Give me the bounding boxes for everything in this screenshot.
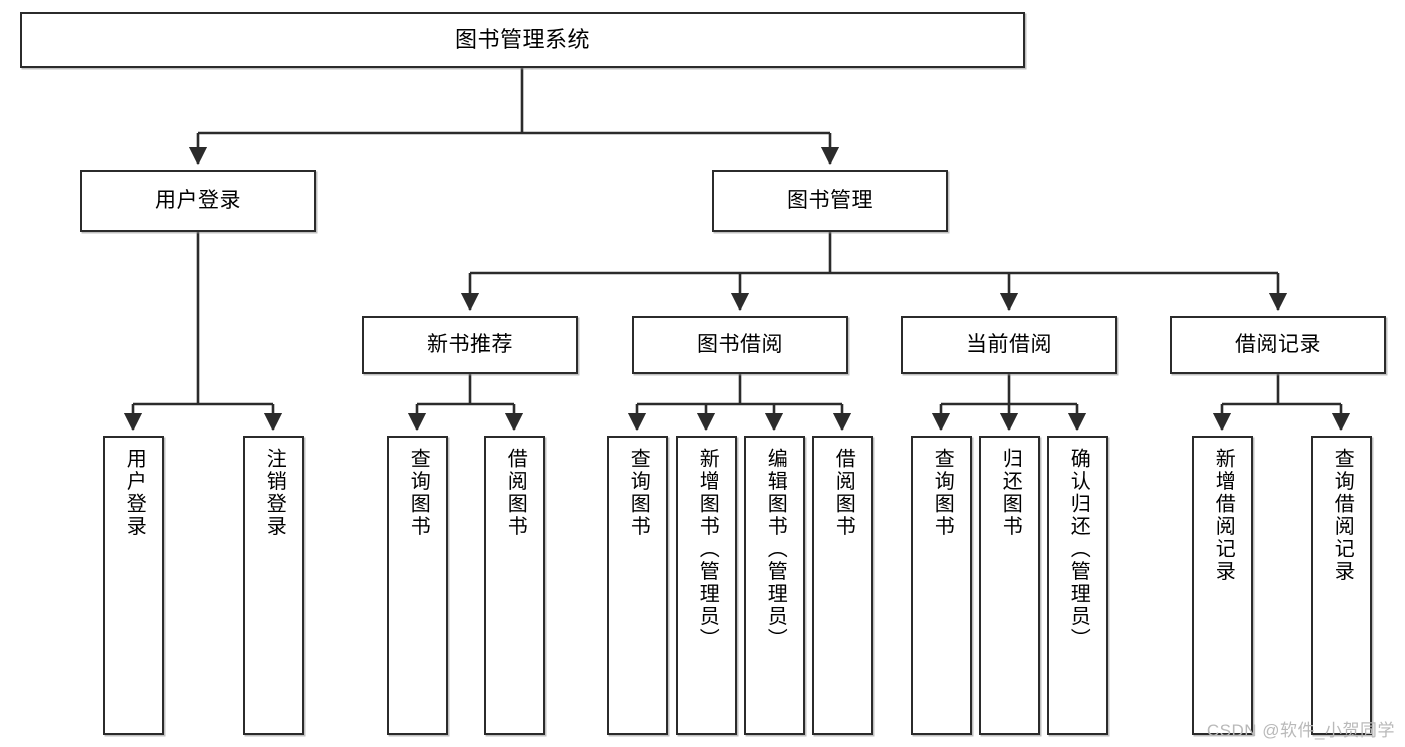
csdn-watermark: CSDN @软件_小贺同学 bbox=[1206, 721, 1395, 740]
node-label: 借阅记录 bbox=[1235, 332, 1321, 356]
node-label: 查询图书 bbox=[627, 448, 650, 538]
node-label: 注销登录 bbox=[263, 448, 286, 538]
node-book-management[interactable]: 图书管理 bbox=[712, 170, 948, 232]
node-leaf-add-borrow-record[interactable]: 新增借阅记录 bbox=[1192, 436, 1253, 735]
node-leaf-borrow-book-recommend[interactable]: 借阅图书 bbox=[484, 436, 545, 735]
node-leaf-query-borrow-record[interactable]: 查询借阅记录 bbox=[1311, 436, 1372, 735]
node-leaf-confirm-return-admin[interactable]: 确认归还（管理员） bbox=[1047, 436, 1108, 735]
node-borrow-record[interactable]: 借阅记录 bbox=[1170, 316, 1386, 374]
node-label: 借阅图书 bbox=[504, 448, 527, 538]
node-book-borrow[interactable]: 图书借阅 bbox=[632, 316, 848, 374]
node-leaf-add-book-admin[interactable]: 新增图书（管理员） bbox=[676, 436, 737, 735]
node-leaf-edit-book-admin[interactable]: 编辑图书（管理员） bbox=[744, 436, 805, 735]
node-new-book-recommend[interactable]: 新书推荐 bbox=[362, 316, 578, 374]
node-label: 归还图书 bbox=[999, 448, 1022, 538]
node-label: 新增借阅记录 bbox=[1212, 448, 1235, 583]
node-root-system[interactable]: 图书管理系统 bbox=[20, 12, 1025, 68]
node-label: 编辑图书（管理员） bbox=[764, 448, 787, 651]
node-label: 新增图书（管理员） bbox=[696, 448, 719, 651]
node-label: 查询借阅记录 bbox=[1331, 448, 1354, 583]
node-label: 图书借阅 bbox=[697, 332, 783, 356]
node-label: 当前借阅 bbox=[966, 332, 1052, 356]
node-leaf-query-book-borrow[interactable]: 查询图书 bbox=[607, 436, 668, 735]
node-user-login[interactable]: 用户登录 bbox=[80, 170, 316, 232]
node-label: 新书推荐 bbox=[427, 332, 513, 356]
node-leaf-return-book[interactable]: 归还图书 bbox=[979, 436, 1040, 735]
node-label: 图书管理 bbox=[787, 188, 873, 212]
node-current-borrow[interactable]: 当前借阅 bbox=[901, 316, 1117, 374]
node-leaf-user-login[interactable]: 用户登录 bbox=[103, 436, 164, 735]
node-label: 用户登录 bbox=[155, 188, 241, 212]
node-leaf-borrow-book[interactable]: 借阅图书 bbox=[812, 436, 873, 735]
node-label: 确认归还（管理员） bbox=[1067, 448, 1090, 651]
node-label: 用户登录 bbox=[123, 448, 146, 538]
node-label: 图书管理系统 bbox=[454, 27, 590, 53]
node-label: 查询图书 bbox=[407, 448, 430, 538]
node-label: 查询图书 bbox=[931, 448, 954, 538]
node-leaf-query-book-current[interactable]: 查询图书 bbox=[911, 436, 972, 735]
node-leaf-query-book-recommend[interactable]: 查询图书 bbox=[387, 436, 448, 735]
node-label: 借阅图书 bbox=[832, 448, 855, 538]
node-leaf-logout-login[interactable]: 注销登录 bbox=[243, 436, 304, 735]
